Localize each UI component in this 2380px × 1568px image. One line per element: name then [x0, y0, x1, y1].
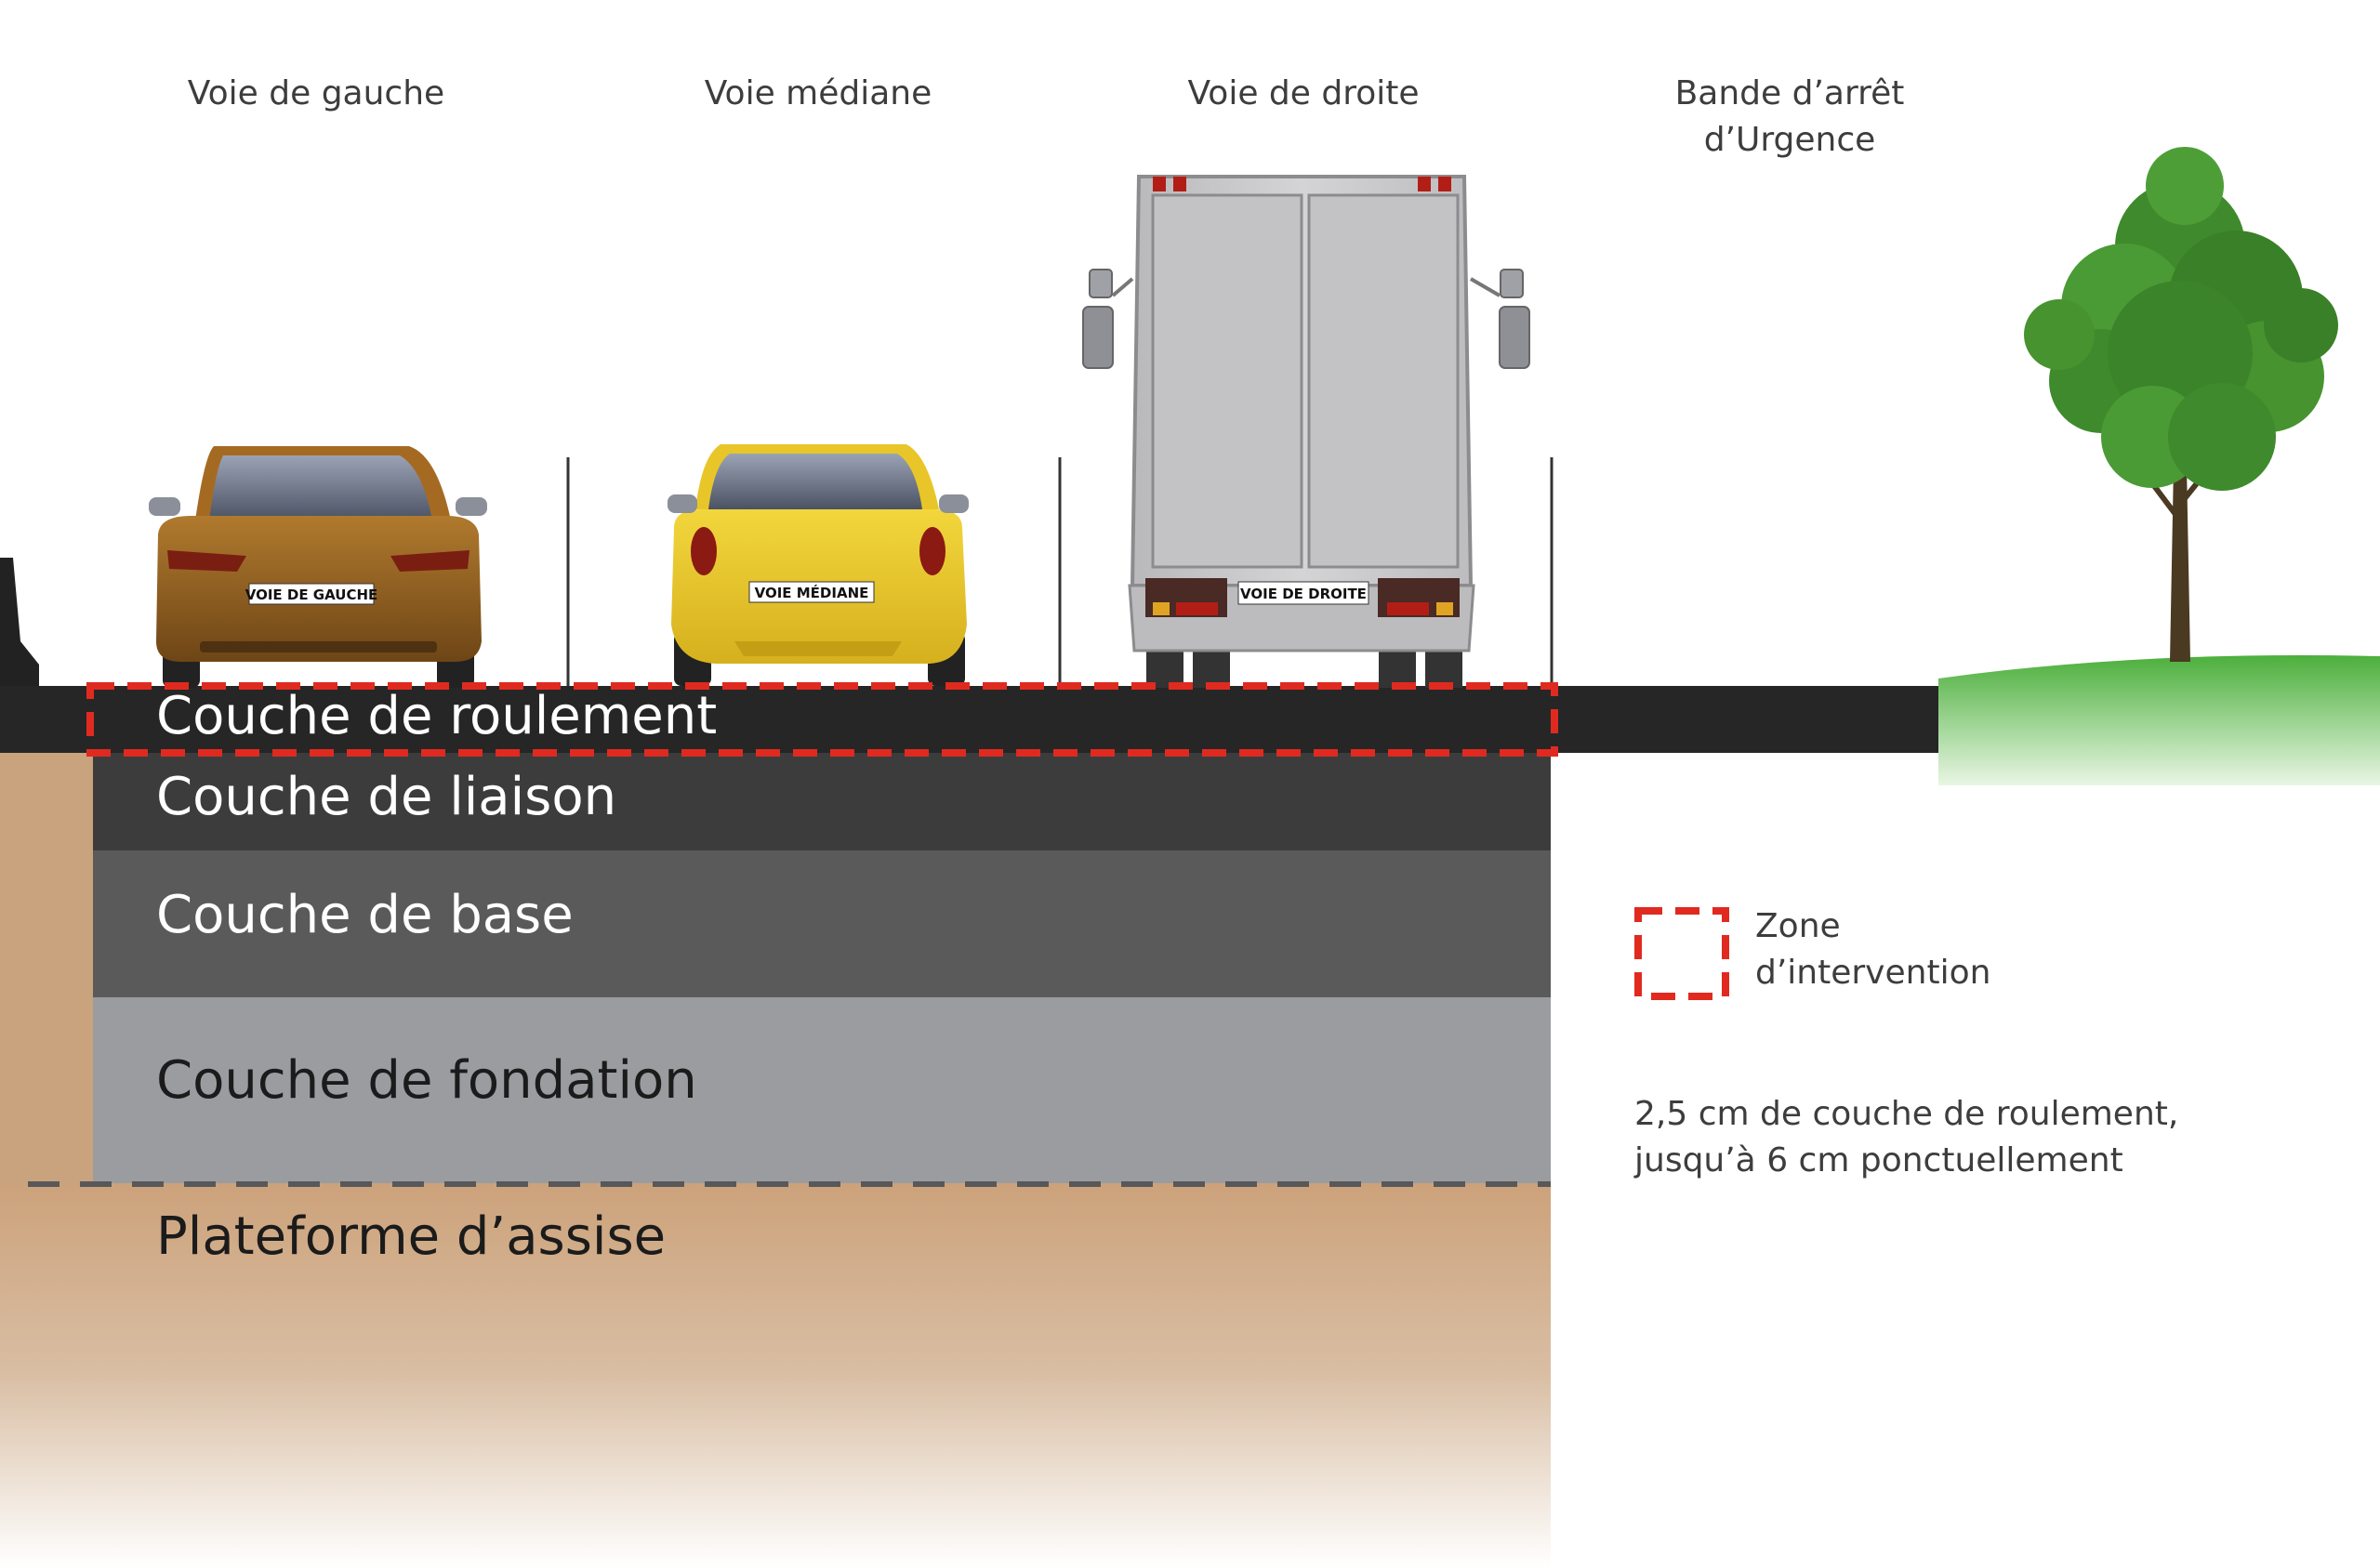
grass-embankment	[1938, 655, 2380, 785]
lane-label-bau: Bande d’arrêt d’Urgence	[1674, 74, 1905, 160]
lane-label-mediane: Voie médiane	[704, 74, 932, 112]
car-left-lane: VOIE DE GAUCHE	[149, 446, 487, 688]
car-middle-lane: VOIE MÉDIANE	[668, 444, 969, 686]
couche-roulement	[0, 686, 1940, 753]
plate-middle-lane: VOIE MÉDIANE	[755, 584, 869, 601]
legend-label-zone: Zone d’intervention	[1755, 907, 1991, 993]
layer-label-roulement: Couche de roulement	[156, 686, 718, 746]
legend-symbol	[1634, 907, 1729, 1000]
soil-column-left	[0, 753, 93, 1185]
safety-barrier	[0, 558, 39, 686]
legend-note: 2,5 cm de couche de roulement, jusqu’à 6…	[1634, 1095, 2179, 1180]
tree	[2024, 147, 2338, 662]
layer-label-base: Couche de base	[156, 885, 574, 945]
layer-label-assise: Plateforme d’assise	[156, 1206, 667, 1267]
plate-left-lane: VOIE DE GAUCHE	[245, 586, 378, 603]
layer-label-fondation: Couche de fondation	[156, 1050, 697, 1111]
intervention-zone-box	[86, 682, 1558, 757]
truck-right-lane: VOIE DE DROITE	[1082, 175, 1530, 688]
plate-right-lane: VOIE DE DROITE	[1240, 586, 1367, 602]
lane-label-gauche: Voie de gauche	[187, 74, 445, 112]
lane-label-droite: Voie de droite	[1187, 74, 1420, 112]
couche-fondation	[93, 997, 1551, 1183]
plateforme-assise	[0, 1182, 1551, 1568]
layer-label-liaison: Couche de liaison	[156, 767, 617, 827]
couche-liaison	[93, 753, 1551, 850]
couche-base	[93, 850, 1551, 997]
